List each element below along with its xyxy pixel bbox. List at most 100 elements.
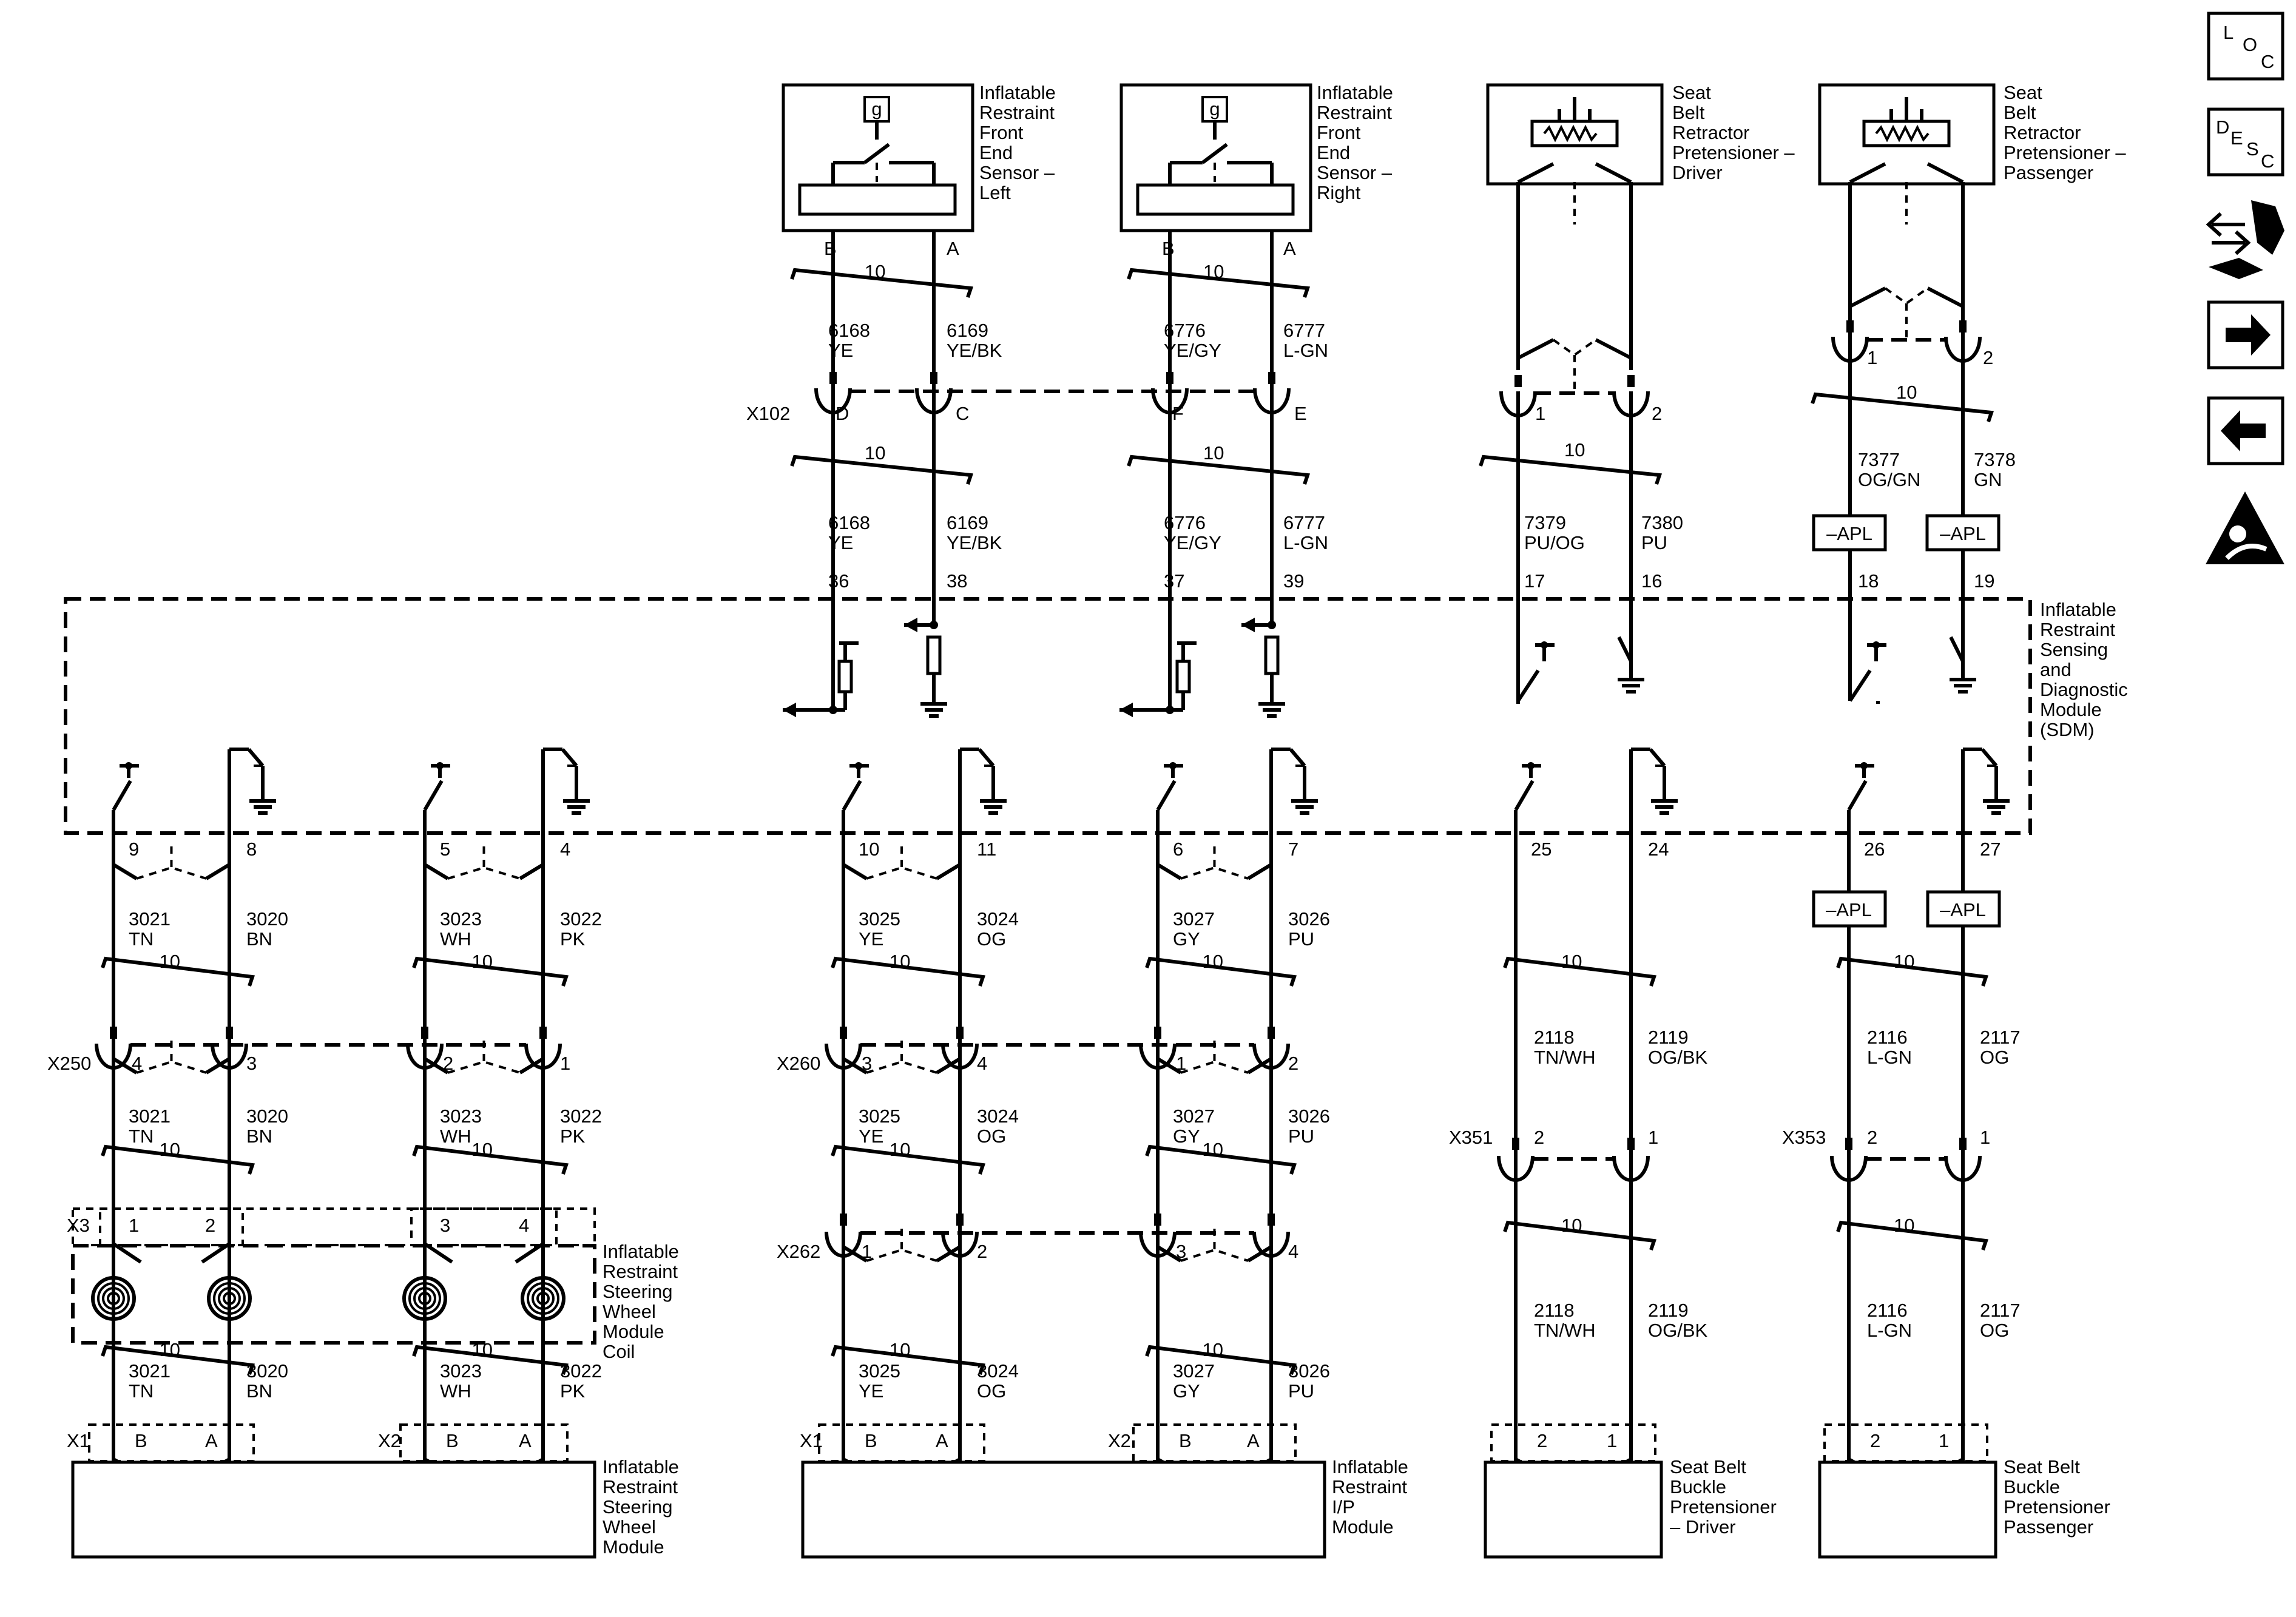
- svg-text:End: End: [1317, 142, 1350, 163]
- retractor-pretensioner-driver-label: Seat Belt Retractor Pretensioner – Drive…: [1672, 82, 1795, 183]
- connector-pin-label: 3: [440, 1215, 450, 1236]
- sdm-pin-label: 26: [1864, 839, 1885, 860]
- twist-label: 10: [890, 1139, 910, 1160]
- wire-label: PU: [1288, 1126, 1314, 1147]
- svg-text:PU: PU: [1641, 532, 1667, 553]
- bottom-connector-names: X250 X260 X262 X351 X353 X3 X1 X2 X1 X2: [47, 1053, 1826, 1451]
- svg-text:Restraint: Restraint: [1332, 1476, 1407, 1497]
- svg-text:6776: 6776: [1164, 512, 1206, 533]
- svg-text:Sensor –: Sensor –: [1317, 162, 1393, 183]
- svg-text:Right: Right: [1317, 182, 1361, 203]
- wire-label: PU: [1288, 928, 1314, 950]
- twist-label: 10: [890, 1339, 910, 1360]
- svg-text:10: 10: [1564, 439, 1585, 461]
- airbag-warning-icon[interactable]: [2206, 491, 2284, 564]
- wire-label: 3021: [129, 1106, 171, 1127]
- top-wire-labels: 6168 YE 6169 YE/BK 6776 YE/GY 6777 L-GN …: [828, 320, 2016, 553]
- connector-pin-label: 1: [1607, 1430, 1617, 1451]
- wire-label: 2116: [1867, 1300, 1908, 1321]
- svg-text:Module: Module: [603, 1536, 664, 1558]
- wire-label: PK: [560, 928, 586, 950]
- connector-tool-icon[interactable]: [2206, 200, 2284, 279]
- svg-text:C: C: [2261, 150, 2274, 172]
- sdm-label: Inflatable Restraint Sensing and Diagnos…: [2040, 599, 2128, 740]
- svg-text:and: and: [2040, 659, 2071, 680]
- wire-label: TN: [129, 1380, 154, 1402]
- svg-text:YE: YE: [828, 532, 853, 553]
- svg-text:PU/OG: PU/OG: [1524, 532, 1585, 553]
- connector-pin-label: B: [1179, 1430, 1192, 1451]
- front-end-sensor-right: g: [1119, 83, 1312, 232]
- svg-text:L: L: [2223, 22, 2234, 43]
- connector-pin-label: 4: [132, 1053, 142, 1074]
- svg-text:L-GN: L-GN: [1283, 532, 1328, 553]
- svg-text:Restraint: Restraint: [1317, 102, 1392, 123]
- wire-label: PK: [560, 1126, 586, 1147]
- description-icon[interactable]: D E S C: [2207, 107, 2284, 177]
- wire-label: GY: [1173, 1126, 1200, 1147]
- twist-label: 10: [1894, 1215, 1914, 1236]
- front-end-sensor-left-label: Inflatable Restraint Front End Sensor – …: [979, 82, 1056, 203]
- connector-pin-label: 1: [560, 1053, 570, 1074]
- wire-label: 2119: [1648, 1027, 1689, 1048]
- location-icon[interactable]: L O C: [2207, 12, 2284, 81]
- svg-text:17: 17: [1524, 570, 1545, 592]
- wire-label: BN: [246, 1126, 272, 1147]
- svg-text:B: B: [824, 238, 837, 259]
- svg-text:X351: X351: [1449, 1127, 1493, 1148]
- sdm-pin-label: 24: [1648, 839, 1669, 860]
- svg-text:36: 36: [828, 570, 849, 592]
- twist-label: 10: [1894, 951, 1914, 972]
- steering-module-box: [71, 1460, 596, 1559]
- svg-text:Pretensioner –: Pretensioner –: [1672, 142, 1795, 163]
- previous-arrow-icon[interactable]: [2207, 396, 2284, 465]
- wire-label: 3020: [246, 908, 288, 930]
- svg-text:10: 10: [1896, 382, 1917, 403]
- wire-label: 2117: [1980, 1300, 2021, 1321]
- svg-text:6169: 6169: [947, 320, 988, 341]
- wire-label: TN: [129, 1126, 154, 1147]
- wire-label: 3021: [129, 908, 171, 930]
- wire-label: YE: [859, 1380, 883, 1402]
- wire-label: OG/BK: [1648, 1047, 1708, 1068]
- buckle-passenger-box: [1818, 1460, 1997, 1559]
- svg-text:Restraint: Restraint: [2040, 619, 2115, 640]
- wire-label: 3024: [977, 1106, 1019, 1127]
- wire-label: PK: [560, 1380, 586, 1402]
- svg-text:–APL: –APL: [1826, 523, 1872, 544]
- svg-text:39: 39: [1283, 570, 1304, 592]
- sdm-pin-label: 25: [1531, 839, 1551, 860]
- wire-label: 3023: [440, 1106, 482, 1127]
- svg-text:Seat Belt: Seat Belt: [2004, 1456, 2080, 1477]
- sdm-pin-label: 4: [560, 839, 570, 860]
- wire-label: WH: [440, 1126, 471, 1147]
- next-arrow-icon[interactable]: [2207, 300, 2284, 370]
- wire-label: 2117: [1980, 1027, 2021, 1048]
- sdm-pin-label: 8: [246, 839, 257, 860]
- wire-label: 3027: [1173, 1106, 1215, 1127]
- twist-label: 10: [1561, 1215, 1582, 1236]
- svg-text:X260: X260: [777, 1053, 820, 1074]
- sdm-front-sensor-circuits: [783, 618, 1285, 717]
- svg-text:End: End: [979, 142, 1013, 163]
- retractor-pretensioner-passenger-label: Seat Belt Retractor Pretensioner – Passe…: [2004, 82, 2126, 183]
- connector-pin-label: 1: [1980, 1127, 1990, 1148]
- svg-text:L-GN: L-GN: [1283, 340, 1328, 361]
- svg-text:Restraint: Restraint: [603, 1261, 678, 1282]
- svg-text:X1: X1: [800, 1430, 823, 1451]
- connector-pin-label: 4: [1288, 1241, 1298, 1262]
- svg-text:YE/GY: YE/GY: [1164, 532, 1221, 553]
- buckle-driver-label: Seat Belt Buckle Pretensioner – Driver: [1670, 1456, 1777, 1538]
- connector-pin-label: A: [205, 1430, 218, 1451]
- svg-text:Belt: Belt: [1672, 102, 1705, 123]
- wire-label: TN/WH: [1534, 1047, 1596, 1068]
- svg-text:X353: X353: [1782, 1127, 1826, 1148]
- svg-text:Pretensioner: Pretensioner: [1670, 1496, 1777, 1517]
- svg-text:E: E: [1294, 403, 1307, 424]
- sdm-boundary: [64, 597, 2032, 835]
- svg-text:Sensor –: Sensor –: [979, 162, 1055, 183]
- svg-text:38: 38: [947, 570, 967, 592]
- sdm-pin-label: 10: [859, 839, 879, 860]
- svg-text:Steering: Steering: [603, 1496, 672, 1517]
